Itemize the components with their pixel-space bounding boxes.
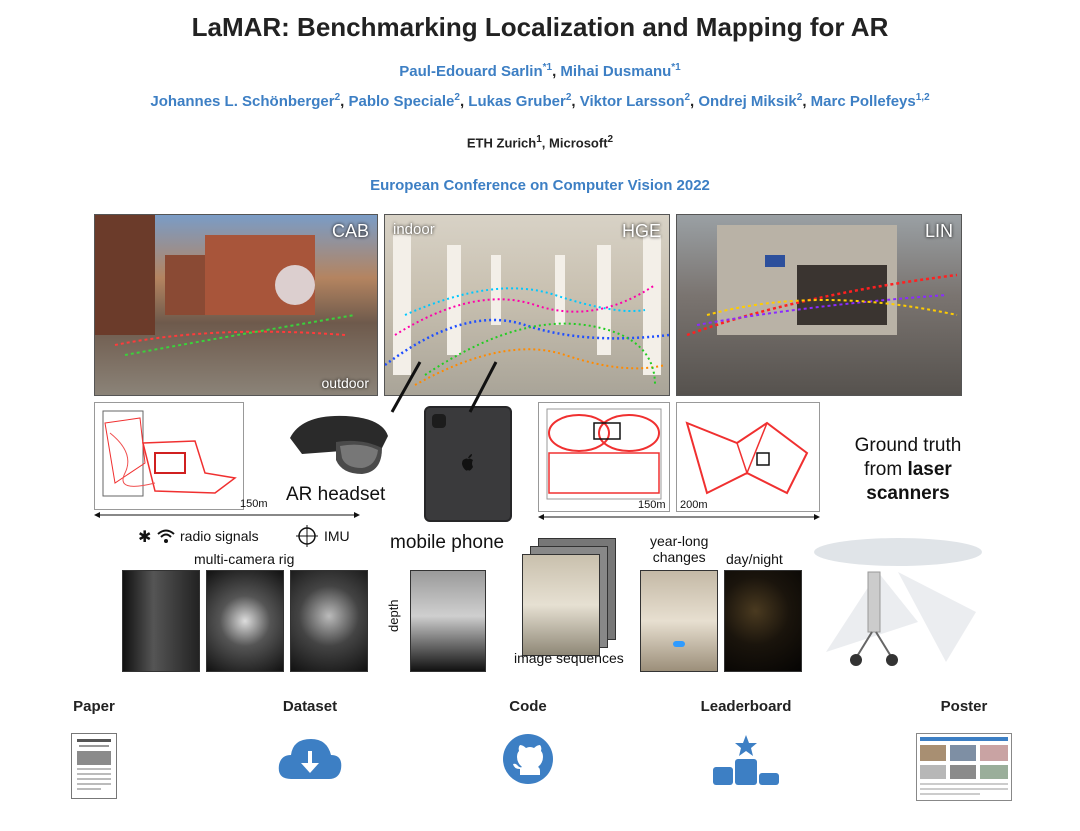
sequence-frame-1 (522, 554, 600, 656)
hge-scene-photo: indoor HGE (384, 214, 670, 396)
poster-link[interactable]: Poster (902, 698, 1026, 801)
ar-headset-label: AR headset (286, 484, 386, 505)
ar-headset-icon (290, 415, 388, 474)
cab-scale-label: 150m (240, 498, 268, 510)
mobile-phone-label: mobile phone (390, 532, 505, 553)
lin-map (676, 402, 820, 512)
author-link-pollefeys[interactable]: Marc Pollefeys1,2 (810, 92, 930, 110)
author-link-schonberger[interactable]: Johannes L. Schönberger2 (150, 92, 341, 110)
author-link-miksik[interactable]: Ondrej Miksik2 (698, 92, 803, 110)
paper-link[interactable]: Paper (52, 698, 136, 799)
leaderboard-icon (713, 735, 779, 785)
camera-icon (432, 414, 446, 428)
camera-frame-3 (290, 570, 368, 672)
bluetooth-icon: ✱ (138, 529, 152, 546)
poster-thumbnail-icon (916, 733, 1012, 801)
author-link-speciale[interactable]: Pablo Speciale2 (348, 92, 460, 110)
page-title: LaMAR: Benchmarking Localization and Map… (191, 12, 889, 42)
outdoor-label: outdoor (321, 375, 369, 391)
multi-camera-rig-label: multi-camera rig (194, 551, 295, 567)
code-link[interactable]: Code (490, 698, 566, 785)
cab-map (94, 402, 244, 510)
day-night-label: day/night (726, 551, 783, 567)
camera-frame-1 (122, 570, 200, 672)
depth-label: depth (386, 599, 401, 632)
dataset-link[interactable]: Dataset (262, 698, 358, 783)
paper-thumbnail-icon (71, 733, 117, 799)
hge-label: HGE (621, 221, 661, 241)
hge-scale-label: 150m (638, 499, 666, 511)
author-list-line-1: Paul-Edouard Sarlin*1, Mihai Dusmanu*1 (399, 62, 681, 80)
camera-frame-2 (206, 570, 284, 672)
hge-map (538, 402, 670, 512)
cab-label: CAB (331, 221, 369, 241)
radio-signals-label: radio signals (180, 528, 259, 544)
apple-logo-icon (462, 454, 473, 471)
lin-label: LIN (924, 221, 953, 241)
night-frame (724, 570, 802, 672)
conference-name: European Conference on Computer Vision 2… (370, 177, 710, 194)
year-long-frame (640, 570, 718, 672)
author-link-larsson[interactable]: Viktor Larsson2 (579, 92, 691, 110)
wifi-icon (157, 529, 175, 543)
cloud-download-icon (278, 739, 342, 779)
laser-scanner-icon (814, 538, 982, 666)
tablet-device (424, 406, 512, 522)
ground-truth-caption: Ground truth from laser scanners (854, 435, 962, 504)
lin-scale-label: 200m (680, 499, 708, 511)
github-icon (503, 734, 553, 784)
cab-scene-photo: CAB outdoor (94, 214, 378, 396)
author-link-dusmanu[interactable]: Mihai Dusmanu*1 (560, 62, 681, 80)
lin-scene-photo: LIN (676, 214, 962, 396)
image-sequences-label: image sequences (514, 650, 624, 666)
affiliations: ETH Zurich1, Microsoft2 (466, 134, 614, 151)
author-link-gruber[interactable]: Lukas Gruber2 (468, 92, 572, 110)
resource-links: Paper Dataset Code Leaderboard (0, 698, 1080, 818)
imu-icon (296, 525, 318, 547)
author-link-sarlin[interactable]: Paul-Edouard Sarlin*1 (399, 62, 553, 80)
indoor-label: indoor (393, 221, 435, 238)
leaderboard-link[interactable]: Leaderboard (686, 698, 806, 785)
teaser-figure: CAB outdoor indoor HGE (90, 212, 990, 672)
imu-label: IMU (324, 528, 350, 544)
author-list-line-2: Johannes L. Schönberger2, Pablo Speciale… (150, 92, 930, 110)
depth-map (410, 570, 486, 672)
